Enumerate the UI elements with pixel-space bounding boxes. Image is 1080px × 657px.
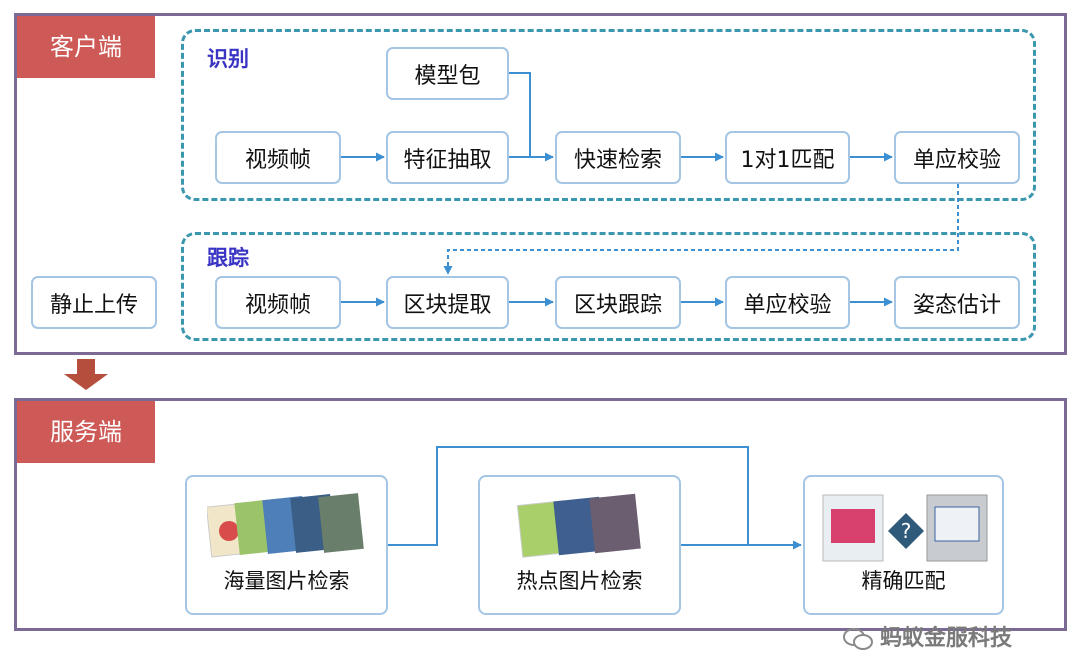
recognize-label: 识别 <box>207 47 249 71</box>
photo-stack-icon <box>516 493 641 558</box>
recognize-step-video-frame: 视频帧 <box>215 131 341 184</box>
tracking-step-homography-check: 单应校验 <box>725 276 850 329</box>
card-caption-exact: 精确匹配 <box>861 569 946 593</box>
tracking-step-pose-estimation: 姿态估计 <box>894 276 1020 329</box>
recognize-step-one-to-one-match: 1对1匹配 <box>725 131 850 184</box>
tracking-step-block-extraction: 区块提取 <box>386 276 509 329</box>
svg-text:?: ? <box>901 519 912 543</box>
server-card-hot-retrieval: 热点图片检索 <box>478 475 681 615</box>
tracking-step-block-tracking: 区块跟踪 <box>555 276 681 329</box>
server-card-massive-retrieval: 海量图片检索 <box>185 475 388 615</box>
watermark-text: 蚂蚁金服科技 <box>880 626 1013 651</box>
watermark: 蚂蚁金服科技 <box>842 620 1012 652</box>
wechat-icon <box>843 628 873 650</box>
server-card-exact-match: ? 精确匹配 <box>803 475 1004 615</box>
photo-stack-icon <box>207 493 364 558</box>
recognize-step-feature-extraction: 特征抽取 <box>386 131 509 184</box>
card-caption-hot: 热点图片检索 <box>516 569 643 593</box>
recognize-group <box>181 29 1036 201</box>
model-pack-box: 模型包 <box>386 47 509 100</box>
tracking-group <box>181 232 1036 341</box>
down-arrow-icon <box>64 359 108 390</box>
recognize-step-fast-retrieval: 快速检索 <box>555 131 681 184</box>
client-tag: 客户端 <box>17 16 155 78</box>
static-upload-box: 静止上传 <box>31 276 157 329</box>
match-compare-icon: ? <box>822 494 988 562</box>
tracking-step-video-frame: 视频帧 <box>215 276 341 329</box>
recognize-step-homography-check: 单应校验 <box>894 131 1020 184</box>
server-tag: 服务端 <box>17 401 155 463</box>
card-caption-massive: 海量图片检索 <box>223 569 350 593</box>
tracking-label: 跟踪 <box>207 246 249 270</box>
